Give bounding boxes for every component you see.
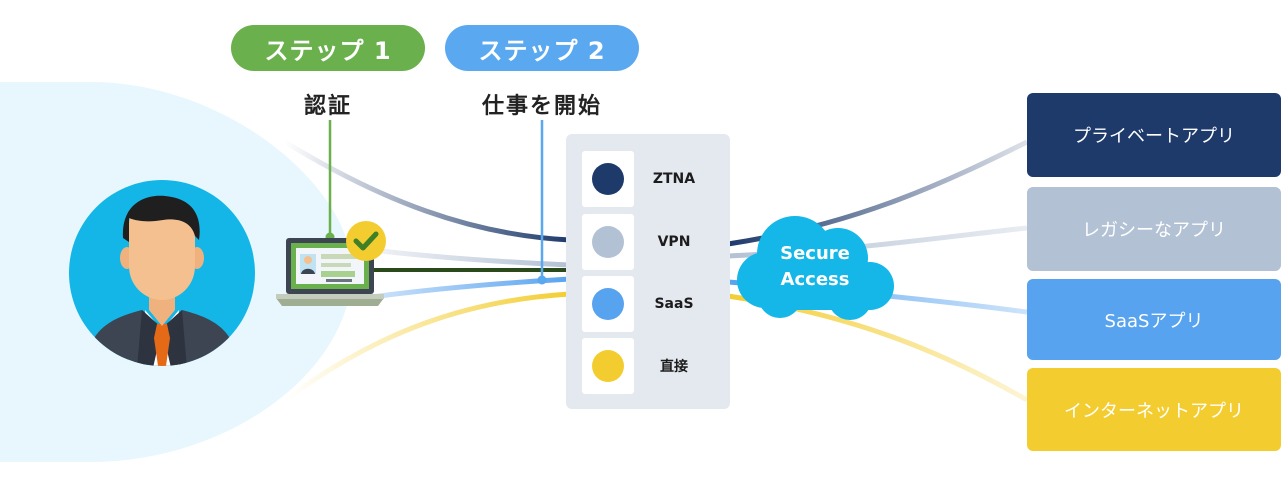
step-1-caption: 認証 xyxy=(303,94,352,119)
method-direct-box xyxy=(582,338,634,394)
method-saas-label: SaaS xyxy=(654,296,694,312)
cloud-line-2: Access xyxy=(780,269,850,290)
method-vpn-box xyxy=(582,214,634,270)
method-direct: 直接 xyxy=(582,338,714,394)
method-saas-box xyxy=(582,276,634,332)
step-2-caption: 仕事を開始 xyxy=(481,94,602,119)
app-private: プライベートアプリ xyxy=(1027,93,1281,177)
access-methods-panel: ZTNA VPN SaaS 直接 xyxy=(566,134,730,409)
app-internet: インターネットアプリ xyxy=(1027,368,1281,451)
method-saas-dot xyxy=(592,288,624,320)
line-direct-left xyxy=(286,291,571,401)
method-saas: SaaS xyxy=(582,276,714,332)
line-vpn-left xyxy=(371,247,571,268)
step2-pointer-dot xyxy=(537,275,547,285)
method-direct-label: 直接 xyxy=(660,359,688,375)
method-ztna-label: ZTNA xyxy=(652,171,696,187)
step-1-pill: ステップ 1 xyxy=(231,25,425,71)
method-vpn-dot xyxy=(592,226,624,258)
method-ztna: ZTNA xyxy=(582,151,714,207)
secure-access-label: Secure Access xyxy=(760,241,870,293)
line-ztna-left xyxy=(283,139,571,243)
step-2-pill: ステップ 2 xyxy=(445,25,639,71)
method-ztna-dot xyxy=(592,163,624,195)
method-ztna-box xyxy=(582,151,634,207)
checkmark-badge-icon xyxy=(346,221,386,261)
cloud-icon xyxy=(737,216,894,320)
app-saas: SaaSアプリ xyxy=(1027,279,1281,360)
app-legacy: レガシーなアプリ xyxy=(1027,187,1281,271)
method-vpn-label: VPN xyxy=(657,234,691,250)
businessman-avatar-icon xyxy=(69,180,255,366)
cloud-line-1: Secure xyxy=(780,243,850,264)
method-direct-dot xyxy=(592,350,624,382)
method-vpn: VPN xyxy=(582,214,714,270)
